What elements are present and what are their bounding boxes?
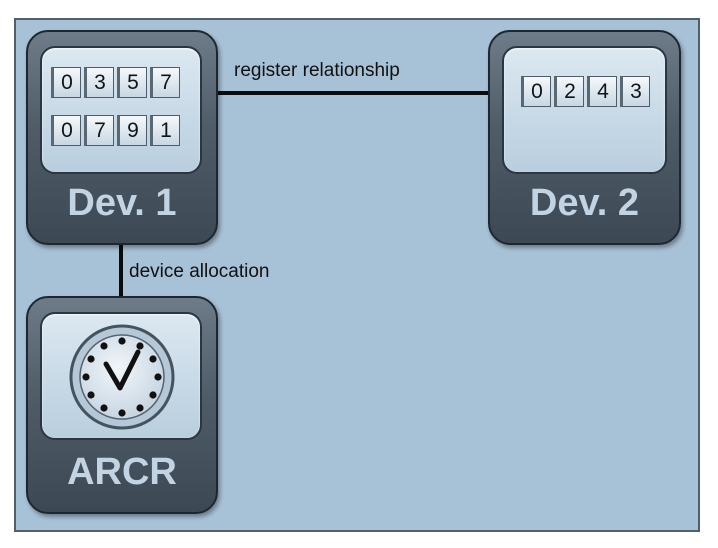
register-digit: 9 — [117, 115, 147, 146]
register-digit: 7 — [150, 67, 180, 98]
device-allocation-label: device allocation — [129, 261, 270, 282]
register-digit: 0 — [51, 67, 81, 98]
device-dev1[interactable]: 0 3 5 7 0 7 9 1 Dev. 1 — [26, 30, 218, 245]
register-digit: 5 — [117, 67, 147, 98]
clock-icon — [69, 324, 175, 430]
dev2-register-display: 0 2 4 3 — [502, 46, 667, 174]
register-digit: 0 — [51, 115, 81, 146]
device-dev2[interactable]: 0 2 4 3 Dev. 2 — [488, 30, 681, 245]
device-allocation-connector — [119, 242, 123, 300]
dev1-register-row-1: 0 3 5 7 — [51, 67, 180, 98]
register-relationship-connector — [208, 91, 493, 95]
diagram-canvas: register relationship device allocation … — [14, 18, 700, 532]
dev1-register-display: 0 3 5 7 0 7 9 1 — [40, 46, 202, 174]
register-digit: 0 — [521, 76, 551, 107]
register-digit: 7 — [84, 115, 114, 146]
dev1-label: Dev. 1 — [67, 182, 177, 224]
dev2-register-row-1: 0 2 4 3 — [521, 76, 650, 107]
register-digit: 3 — [620, 76, 650, 107]
arcr-label: ARCR — [67, 451, 177, 493]
device-arcr[interactable]: ARCR — [26, 296, 218, 514]
register-digit: 4 — [587, 76, 617, 107]
dev1-register-row-2: 0 7 9 1 — [51, 115, 180, 146]
arcr-clock-display — [40, 312, 202, 440]
register-digit: 1 — [150, 115, 180, 146]
dev2-label: Dev. 2 — [529, 182, 640, 224]
register-digit: 2 — [554, 76, 584, 107]
register-digit: 3 — [84, 67, 114, 98]
register-relationship-label: register relationship — [234, 60, 400, 81]
